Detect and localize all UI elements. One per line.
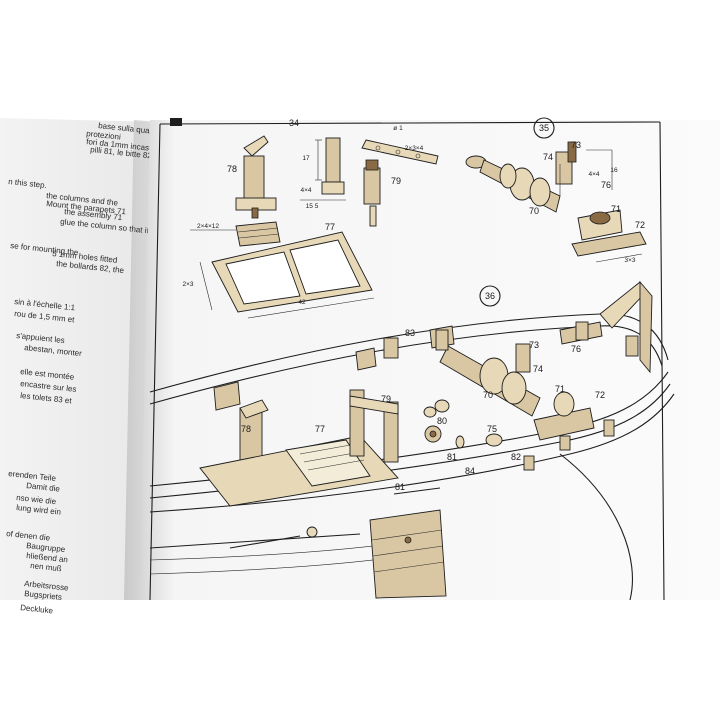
- part-number-label: 70: [529, 206, 539, 216]
- dimension-label: 42: [298, 299, 306, 306]
- part-number-label: 75: [487, 424, 497, 434]
- part-number-label: 78: [241, 424, 251, 434]
- part-number-label: 79: [391, 176, 401, 186]
- part-number-label: 80: [437, 416, 447, 426]
- part-77-grating: [190, 221, 375, 319]
- dimension-label: ø 1: [393, 125, 403, 132]
- part-number-label: 81: [447, 452, 457, 462]
- left-page-line: Damit die: [26, 481, 61, 494]
- left-page-line: Baugruppe: [26, 541, 66, 554]
- left-page-line: nso wie die: [16, 493, 57, 506]
- part-number-label: 73: [571, 140, 581, 150]
- part-78-column: [235, 135, 277, 219]
- left-page-line: protezioni: [86, 129, 122, 142]
- left-page-line: Bugspriets: [24, 589, 63, 602]
- step-number: 36: [485, 291, 495, 301]
- part-number-label: 71: [555, 384, 565, 394]
- step-34-parts: [190, 135, 439, 319]
- diagram-labels: 34 35 36 78 77 79 73 74 76 70 71 72 83 80 75 81 82 84 78 77…: [182, 118, 645, 492]
- part-number-label: 74: [543, 152, 553, 162]
- dimension-label: 2×4×12: [197, 223, 219, 230]
- part-number-label: 81: [395, 482, 405, 492]
- step-number: 35: [539, 123, 549, 133]
- dimension-label: 2×3×4: [405, 145, 424, 152]
- part-number-label: 71: [611, 204, 621, 214]
- part-number-label: 76: [571, 344, 581, 354]
- part-number-label: 83: [405, 328, 415, 338]
- part-number-label: 78: [227, 164, 237, 174]
- step-number: 34: [289, 118, 299, 128]
- part-number-label: 72: [595, 390, 605, 400]
- part-number-label: 70: [483, 390, 493, 400]
- part-79-bitt: [300, 137, 439, 227]
- part-number-label: 77: [325, 222, 335, 232]
- dimension-label: 2×3: [182, 281, 193, 288]
- part-number-label: 74: [533, 364, 543, 374]
- step-35-capstan: [465, 117, 647, 263]
- part-number-label: 77: [315, 424, 325, 434]
- part-number-label: 72: [635, 220, 645, 230]
- part-number-label: 82: [511, 452, 521, 462]
- part-number-label: 73: [529, 340, 539, 350]
- left-page-line: Deckluke: [20, 603, 54, 615]
- left-page-line: hließend an: [26, 551, 69, 564]
- part-number-label: 76: [601, 180, 611, 190]
- dimension-label: 4×4: [588, 171, 599, 178]
- part-number-label: 84: [465, 466, 475, 476]
- dimension-label: 17: [302, 155, 310, 162]
- dimension-label: 4×4: [300, 187, 311, 194]
- left-page-line: n this step.: [8, 177, 47, 190]
- dimension-label: 3×3: [624, 257, 635, 264]
- step-36-deck-assembly: [149, 280, 675, 601]
- left-page-line: nen muß: [30, 561, 62, 573]
- dimension-label: 15 5: [306, 203, 319, 210]
- dimension-label: 16: [610, 167, 618, 174]
- part-number-label: 79: [381, 394, 391, 404]
